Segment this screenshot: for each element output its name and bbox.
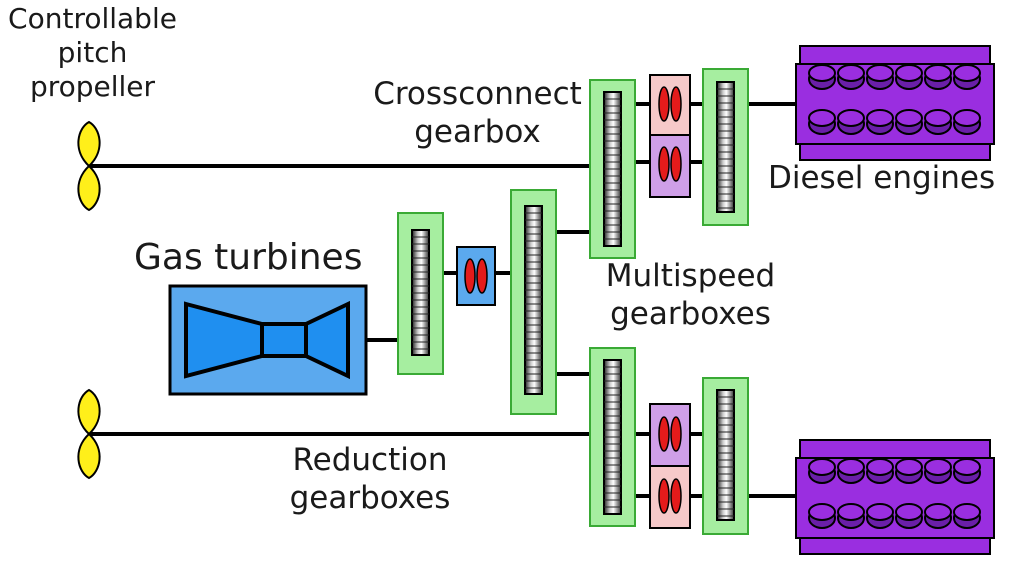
- clutch-discs: [464, 86, 682, 514]
- gas-turbine: [168, 284, 368, 396]
- propeller-label: Controllable pitch propeller: [0, 2, 185, 104]
- lower-diesel-engine: [795, 439, 995, 555]
- turbine-clutch: [456, 246, 496, 306]
- upper-diesel-engine: [795, 45, 995, 161]
- multispeed-label-line-1: Multispeed: [605, 258, 776, 294]
- upper-clutch-purple: [649, 134, 691, 198]
- crossconnect-label-line-1: Crossconnect: [373, 76, 582, 112]
- diesel-label: Diesel engines: [768, 160, 996, 196]
- lower-propeller: [77, 388, 101, 480]
- lower-clutch-pink: [649, 465, 691, 529]
- upper-clutch-pink: [649, 74, 691, 136]
- reduction-label: Reduction gearboxes: [270, 442, 470, 518]
- upper-propeller: [77, 120, 101, 212]
- clutches: [456, 74, 691, 529]
- gas-turbines-label: Gas turbines: [134, 237, 363, 278]
- multispeed-label: Multispeed gearboxes: [598, 258, 783, 334]
- crossconnect-label: Crossconnect gearbox: [365, 76, 590, 152]
- lower-clutch-purple: [649, 403, 691, 467]
- reduction-label-line-2: gearboxes: [289, 479, 451, 516]
- propeller-label-line-2: pitch: [57, 36, 128, 70]
- engine-cylinders: [808, 64, 981, 529]
- propeller-label-line-3: propeller: [29, 70, 156, 104]
- gear-teeth: [412, 88, 734, 517]
- propeller-label-line-1: Controllable: [8, 2, 177, 35]
- crossconnect-label-line-2: gearbox: [414, 113, 541, 150]
- multispeed-label-line-2: gearboxes: [610, 295, 771, 332]
- reduction-label-line-1: Reduction: [292, 442, 448, 478]
